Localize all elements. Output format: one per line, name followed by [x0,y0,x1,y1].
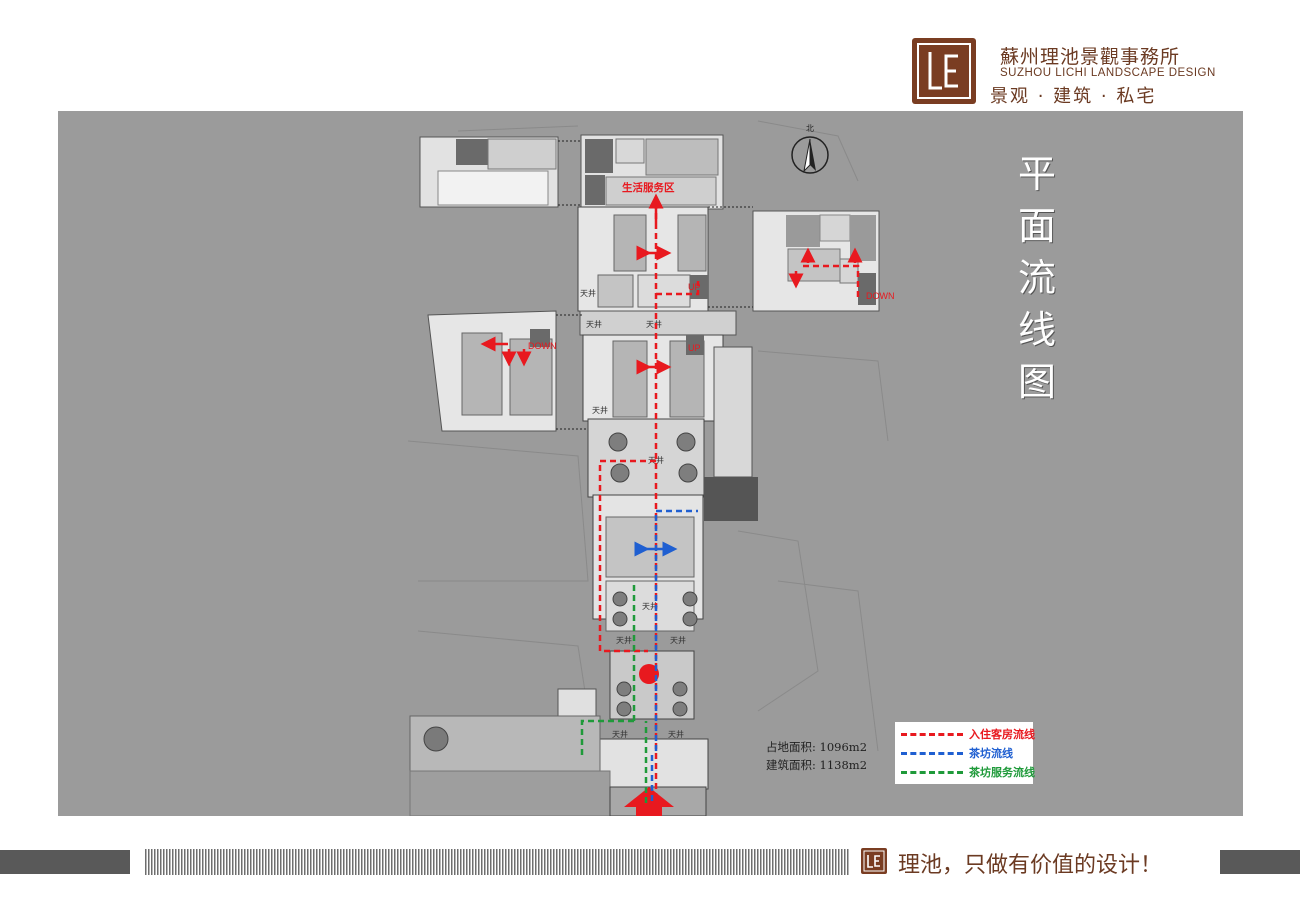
legend-label: 入住客房流线 [969,728,1035,741]
page-title: 平 面 流 线 图 [1012,148,1062,408]
courtyard-label: 天井 [668,729,684,739]
legend-swatch [901,771,963,774]
legend-label: 茶坊服务流线 [969,766,1035,779]
legend-item-tea: 茶坊流线 [901,745,1031,761]
legend-item-guest: 入住客房流线 [901,726,1035,742]
courtyard-label: 天井 [670,635,686,645]
courtyard-label: 天井 [642,601,658,611]
site-area-text: 占地面积: 1096m2 [766,740,868,754]
building-top-left [419,136,559,208]
logo-mark-icon [917,43,971,99]
footer-bar-right [1220,850,1300,874]
brand-logo [912,38,976,104]
courtyard-label: 天井 [580,288,596,298]
building-area-text: 建筑面积: 1138m2 [766,758,868,772]
title-char: 线 [1017,308,1056,352]
brand-services: 景观 · 建筑 · 私宅 [990,86,1157,107]
up-label: UP [688,343,701,353]
footer-stripes [145,849,849,875]
courtyard-label: 天井 [592,405,608,415]
brand-name-en: SUZHOU LICHI LANDSCAPE DESIGN [1000,67,1216,79]
title-char: 流 [1017,256,1056,300]
title-char: 平 [1017,152,1056,196]
up-label: UP [688,282,701,292]
connector-lines [556,140,753,430]
brand-name-cn: 蘇州理池景觀事務所 [1000,46,1181,68]
legend-label: 茶坊流线 [969,747,1013,760]
footer-bar-left [0,850,130,874]
down-label: DOWN [866,291,895,301]
tea-flow-path [650,509,698,801]
site-context-lines [407,120,889,752]
building-left [427,310,557,432]
legend-swatch [901,733,963,736]
flow-legend: 入住客房流线 茶坊流线 茶坊服务流线 [895,722,1035,784]
tea-service-flow-path [580,581,648,803]
footer-logo [861,848,887,874]
building-top-center [580,134,724,210]
logo-mark-icon [863,850,885,872]
entrance-area [409,688,707,816]
legend-item-service: 茶坊服务流线 [901,764,1035,780]
courtyard-label: 天井 [586,319,602,329]
courtyard-label: 天井 [616,635,632,645]
down-label: DOWN [528,341,557,351]
floor-plan-panel: 天井 天井 天井 天井 天井 天井 天井 天井 天井 天井 [58,111,1243,816]
building-east-annex [704,346,758,521]
current-location-marker [639,664,659,684]
footer-slogan: 理池，只做有价值的设计！ [898,853,1163,878]
compass-icon [791,136,829,174]
legend-swatch [901,752,963,755]
service-zone-label: 生活服务区 [622,181,675,194]
courtyard-label: 天井 [646,319,662,329]
compass-north-label: 北 [806,124,814,133]
building-right [752,210,880,312]
floor-plan-drawing: 天井 天井 天井 天井 天井 天井 天井 天井 天井 天井 [407,120,895,816]
title-char: 图 [1017,360,1056,404]
guest-flow-arrows [480,193,863,375]
entrance-arrow-icon [624,787,674,816]
title-char: 面 [1017,204,1056,248]
courtyard-label: 天井 [612,729,628,739]
